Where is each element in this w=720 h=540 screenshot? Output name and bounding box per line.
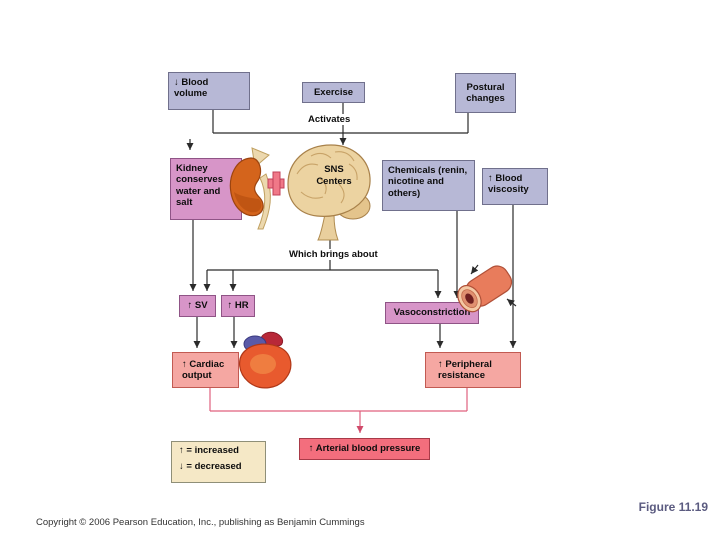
- figure-caption: Figure 11.19: [638, 500, 708, 514]
- kidney-illustration: [229, 147, 285, 230]
- brain-illustration: [287, 144, 371, 241]
- which-brings-about-label: Which brings about: [287, 249, 380, 260]
- blood-vessel-illustration: [457, 265, 513, 313]
- activates-label: Activates: [306, 114, 353, 125]
- vasoconstriction-box: Vasoconstriction: [385, 302, 479, 324]
- legend-decreased: ↓ = decreased: [179, 461, 242, 473]
- heart-illustration: [239, 331, 292, 389]
- postural-changes-box: Postural changes: [455, 73, 516, 113]
- legend-increased: ↑ = increased: [179, 445, 239, 456]
- peripheral-resistance-box: ↑ Peripheral resistance: [425, 352, 521, 388]
- sns-centers-label: SNS Centers: [316, 164, 352, 187]
- legend-box: ↑ = increased ↓ = decreased: [171, 441, 266, 483]
- copyright-text: Copyright © 2006 Pearson Education, Inc.…: [36, 517, 365, 528]
- arterial-blood-pressure-box: ↑ Arterial blood pressure: [299, 438, 430, 460]
- cardiac-output-box: ↑ Cardiac output: [172, 352, 239, 388]
- hr-box: ↑ HR: [221, 295, 255, 317]
- chemicals-box: Chemicals (renin, nicotine and others): [382, 160, 475, 211]
- exercise-box: Exercise: [302, 82, 365, 103]
- sv-box: ↑ SV: [179, 295, 216, 317]
- blood-volume-box: ↓ Blood volume: [168, 72, 250, 110]
- blood-viscosity-box: ↑ Blood viscosity: [482, 168, 548, 205]
